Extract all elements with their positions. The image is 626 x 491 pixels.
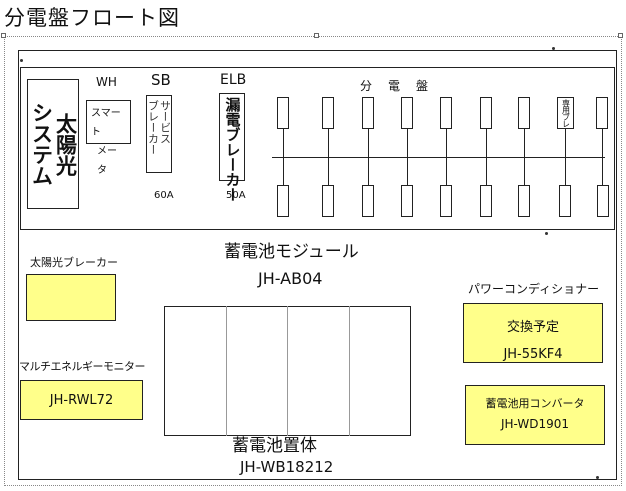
- panel-label: 分 電 盤: [360, 79, 431, 93]
- power-conditioner-box: 交換予定 JH-55KF4: [463, 303, 603, 363]
- branch-breaker-bottom: [401, 185, 413, 217]
- resize-handle-top-left[interactable]: [1, 33, 6, 38]
- connector-line: [283, 129, 284, 185]
- connector-line: [524, 129, 525, 185]
- branch-breaker-bottom: [362, 185, 374, 217]
- service-breaker-box: サービス ブレーカー: [146, 95, 172, 173]
- connector-line: [407, 129, 408, 185]
- branch-breaker-bottom: [559, 185, 571, 217]
- page-title: 分電盤フロート図: [4, 6, 180, 30]
- converter-model: JH-WD1901: [500, 417, 570, 431]
- special-breaker-label: 専用ブレ: [561, 99, 571, 127]
- solar-system-label-line1: 太陽光: [53, 112, 78, 176]
- branch-breaker-top: [480, 97, 492, 129]
- battery-enclosure-title: 蓄電池置体: [232, 436, 317, 456]
- elb-name: 漏電ブレーカー: [223, 97, 242, 202]
- sb-label: SB: [151, 71, 171, 89]
- branch-breaker-bottom: [480, 185, 492, 217]
- power-conditioner-note: 交換予定: [506, 320, 559, 335]
- branch-breaker-top: [401, 97, 413, 129]
- diagram-border: [18, 50, 617, 480]
- monitor-box: JH-RWL72: [20, 380, 143, 420]
- battery-slot-divider: [226, 306, 227, 436]
- battery-enclosure-model: JH-WB18212: [240, 458, 334, 476]
- branch-breaker-top: [596, 97, 608, 129]
- special-breaker: 専用ブレ: [557, 97, 574, 129]
- corner-dot: [20, 59, 23, 62]
- converter-label: 蓄電池用コンバータ: [485, 397, 585, 410]
- busbar-line: [272, 157, 605, 158]
- branch-breaker-top: [518, 97, 530, 129]
- solar-system-label-line2: システム: [29, 102, 54, 186]
- connector-line: [602, 129, 603, 185]
- sb-rating: 60A: [154, 190, 174, 201]
- branch-breaker-bottom: [277, 185, 289, 217]
- branch-breaker-bottom: [440, 185, 452, 217]
- elb-rating: 50A: [226, 190, 246, 201]
- power-conditioner-label: パワーコンディショナー: [468, 282, 600, 296]
- solar-breaker-box: [26, 274, 116, 321]
- service-breaker-label-line2: ブレーカー: [146, 100, 160, 155]
- connector-line: [486, 129, 487, 185]
- branch-breaker-bottom: [518, 185, 530, 217]
- earth-leakage-breaker-box: 漏電ブレーカー: [219, 93, 245, 202]
- distribution-panel: [20, 67, 615, 230]
- branch-breaker-top: [322, 97, 334, 129]
- wh-label: WH: [96, 75, 117, 89]
- monitor-label: マルチエネルギーモニター: [19, 360, 146, 373]
- smart-meter-line1: スマート: [91, 108, 121, 138]
- converter-box: 蓄電池用コンバータ JH-WD1901: [465, 385, 605, 445]
- battery-slot-divider: [349, 306, 350, 436]
- monitor-model: JH-RWL72: [49, 392, 114, 408]
- connector-line: [446, 129, 447, 185]
- connector-line: [368, 129, 369, 185]
- elb-label: ELB: [220, 72, 247, 88]
- branch-breaker-top: [277, 97, 289, 129]
- corner-dot: [552, 47, 555, 50]
- smart-meter-box: スマート メータ: [86, 100, 131, 176]
- connector-line: [565, 129, 566, 185]
- connector-line: [328, 129, 329, 185]
- selection-frame: [4, 36, 622, 486]
- branch-breaker-bottom: [322, 185, 334, 217]
- resize-handle-top-right[interactable]: [618, 33, 623, 38]
- battery-module-title: 蓄電池モジュール: [224, 242, 359, 262]
- branch-breaker-bottom: [597, 185, 609, 217]
- power-conditioner-model: JH-55KF4: [503, 347, 563, 362]
- battery-module-model: JH-AB04: [258, 269, 323, 288]
- solar-breaker-label: 太陽光ブレーカー: [30, 256, 118, 269]
- service-breaker-label-line1: サービス: [158, 100, 172, 144]
- corner-dot: [596, 476, 599, 479]
- branch-breaker-top: [440, 97, 452, 129]
- solar-system-box: 太陽光 システム: [27, 79, 79, 209]
- resize-handle-top-center[interactable]: [314, 33, 319, 38]
- branch-breaker-top: [362, 97, 374, 129]
- corner-dot: [545, 232, 548, 235]
- smart-meter-line2: メータ: [97, 146, 117, 176]
- battery-slot-divider: [287, 306, 288, 436]
